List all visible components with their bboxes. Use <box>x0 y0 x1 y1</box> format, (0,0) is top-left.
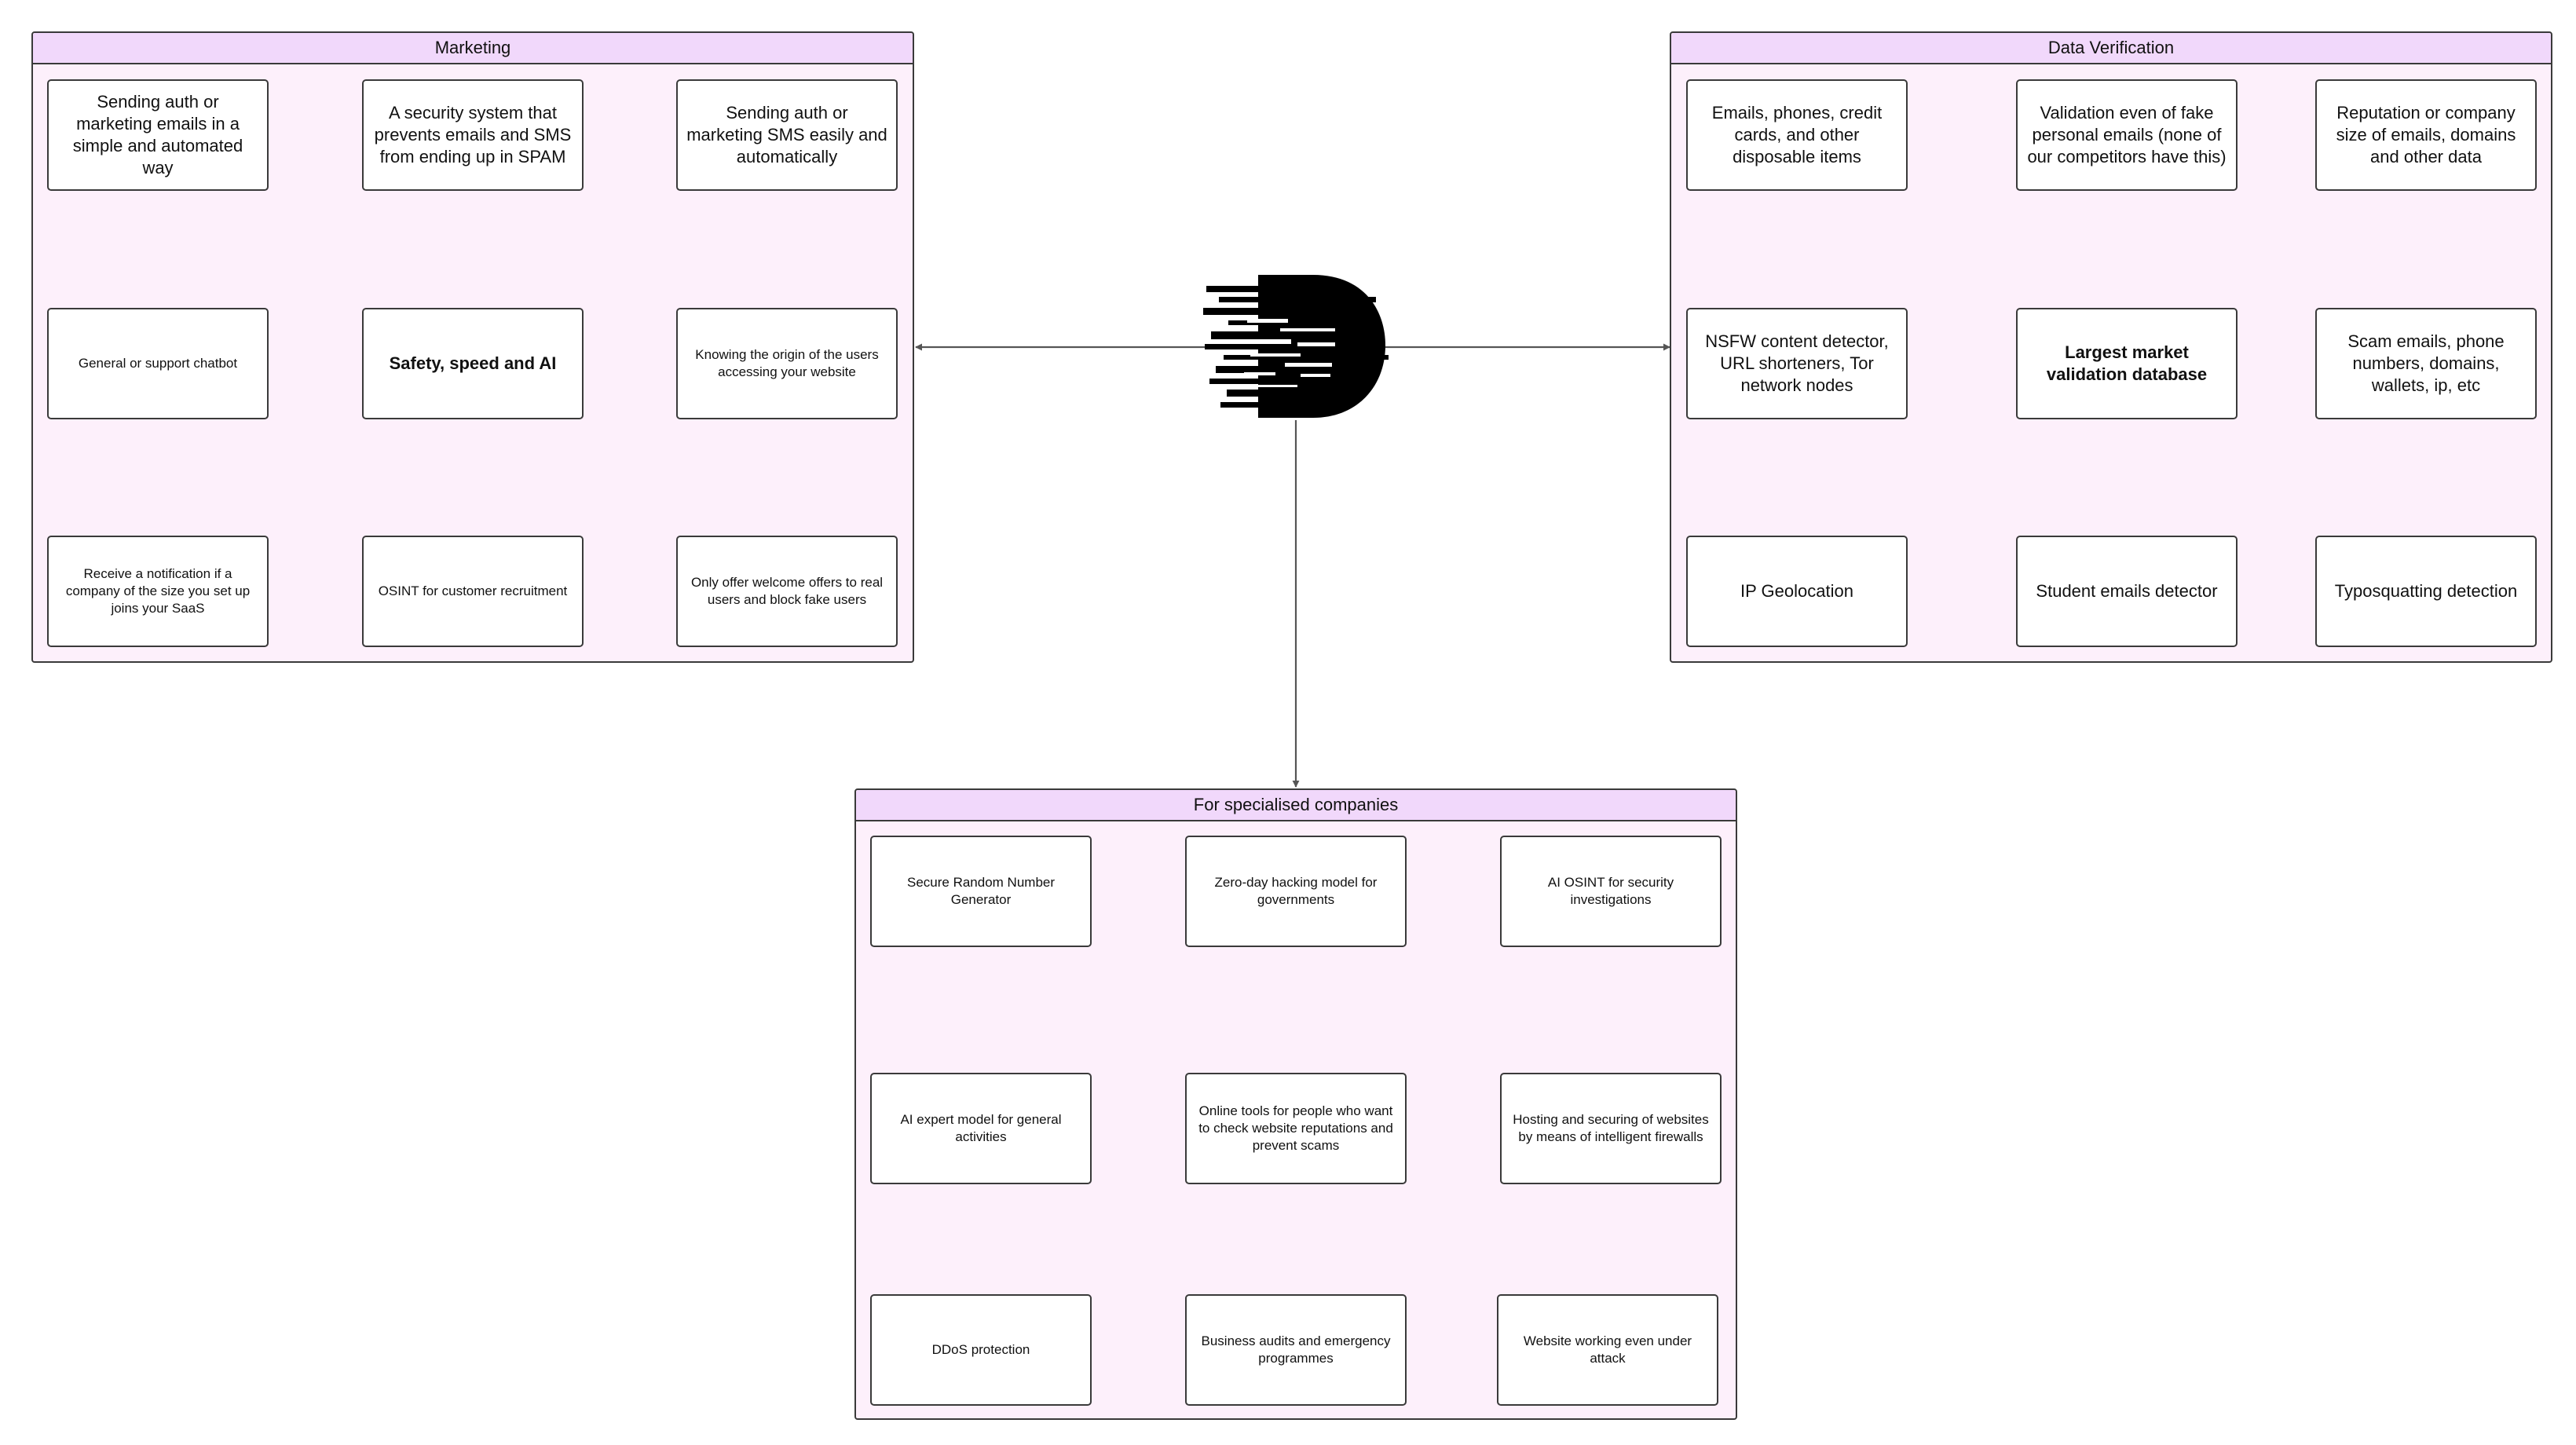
audits-box: Business audits and emergency programmes <box>1185 1294 1407 1406</box>
under-attack-box: Website working even under attack <box>1497 1294 1718 1406</box>
specialised-panel-title: For specialised companies <box>856 790 1736 821</box>
typosquatting-box: Typosquatting detection <box>2315 536 2537 647</box>
zero-day-box: Zero-day hacking model for governments <box>1185 836 1407 947</box>
disposable-box: Emails, phones, credit cards, and other … <box>1686 79 1908 191</box>
user-origin-box: Knowing the origin of the users accessin… <box>676 308 898 419</box>
reputation-box: Reputation or company size of emails, do… <box>2315 79 2537 191</box>
data-verification-panel-title: Data Verification <box>1671 33 2551 64</box>
auth-sms-box: Sending auth or marketing SMS easily and… <box>676 79 898 191</box>
chatbot-box: General or support chatbot <box>47 308 269 419</box>
marketing-hub-box: Safety, speed and AI <box>362 308 584 419</box>
brand-logo-icon <box>1203 275 1389 418</box>
hosting-box: Hosting and securing of websites by mean… <box>1500 1073 1722 1184</box>
verification-hub-box: Largest market validation database <box>2016 308 2238 419</box>
ai-expert-box: AI expert model for general activities <box>870 1073 1092 1184</box>
nsfw-box: NSFW content detector, URL shorteners, T… <box>1686 308 1908 419</box>
online-tools-box: Online tools for people who want to chec… <box>1185 1073 1407 1184</box>
ai-osint-box: AI OSINT for security investigations <box>1500 836 1722 947</box>
ddos-box: DDoS protection <box>870 1294 1092 1406</box>
scam-box: Scam emails, phone numbers, domains, wal… <box>2315 308 2537 419</box>
fake-personal-box: Validation even of fake personal emails … <box>2016 79 2238 191</box>
size-notification-box: Receive a notification if a company of t… <box>47 536 269 647</box>
rng-box: Secure Random Number Generator <box>870 836 1092 947</box>
geolocation-box: IP Geolocation <box>1686 536 1908 647</box>
welcome-offers-box: Only offer welcome offers to real users … <box>676 536 898 647</box>
anti-spam-box: A security system that prevents emails a… <box>362 79 584 191</box>
marketing-panel-title: Marketing <box>33 33 913 64</box>
student-emails-box: Student emails detector <box>2016 536 2238 647</box>
osint-recruitment-box: OSINT for customer recruitment <box>362 536 584 647</box>
auth-emails-box: Sending auth or marketing emails in a si… <box>47 79 269 191</box>
